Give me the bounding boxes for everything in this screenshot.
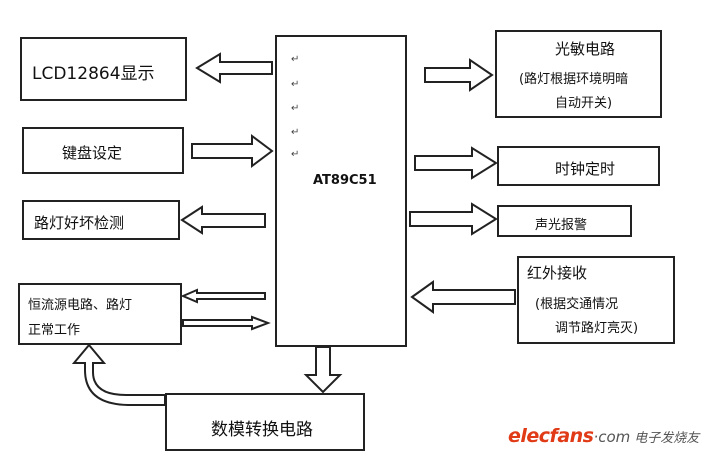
dac-block: 数模转换电路 (165, 393, 365, 451)
lamp-check-block: 路灯好坏检测 (22, 200, 180, 240)
mcu-pin-mark-5: ↵ (291, 149, 300, 160)
arrow-mcu-to-alarm (409, 202, 498, 236)
watermark-cn: 电子发烧友 (634, 431, 700, 446)
arrow-mcu-to-clock (414, 146, 498, 180)
arrow-mcu-to-dac (303, 346, 343, 394)
arrow-mcu-to-current (180, 288, 266, 304)
keypad-block: 键盘设定 (22, 127, 184, 174)
arrow-mcu-to-lamp-check (180, 205, 266, 235)
dac-label: 数模转换电路 (211, 420, 313, 440)
ir-label-line2: (根据交通情况 (535, 297, 619, 312)
arrow-ir-to-mcu (410, 280, 516, 314)
watermark-domain: ·com (593, 428, 631, 446)
mcu-label: AT89C51 (313, 173, 377, 188)
constant-current-label-line1: 恒流源电路、路灯 (28, 298, 133, 313)
lcd-display-block: LCD12864显示 (20, 37, 187, 101)
ir-receiver-block: 红外接收 (根据交通情况 调节路灯亮灭) (517, 256, 675, 344)
arrow-keypad-to-mcu (191, 134, 274, 168)
mcu-pin-mark-1: ↵ (291, 54, 300, 65)
keypad-label: 键盘设定 (62, 144, 123, 162)
arrow-current-to-mcu (182, 315, 271, 331)
alarm-block: 声光报警 (497, 205, 632, 237)
clock-block: 时钟定时 (497, 146, 660, 186)
mcu-pin-mark-3: ↵ (291, 103, 300, 114)
ir-label-line3: 调节路灯亮灭) (555, 321, 639, 336)
constant-current-block: 恒流源电路、路灯 正常工作 (18, 283, 182, 345)
arrow-mcu-to-photo (424, 58, 494, 92)
mcu-pin-mark-2: ↵ (291, 79, 300, 90)
mcu-block: ↵ ↵ ↵ ↵ ↵ AT89C51 (275, 35, 407, 347)
arrow-dac-to-current (71, 343, 166, 406)
mcu-pin-mark-4: ↵ (291, 127, 300, 138)
alarm-label: 声光报警 (535, 218, 588, 233)
arrow-mcu-to-lcd (195, 52, 273, 84)
photo-label-line1: 光敏电路 (555, 40, 616, 58)
watermark-brand: elecfans (508, 425, 594, 447)
lcd-display-label: LCD12864显示 (32, 64, 155, 84)
clock-label: 时钟定时 (555, 160, 616, 178)
photo-label-line2: (路灯根据环境明暗 (519, 72, 629, 87)
constant-current-label-line2: 正常工作 (28, 323, 81, 338)
lamp-check-label: 路灯好坏检测 (34, 214, 125, 232)
photo-label-line3: 自动开关) (555, 96, 613, 111)
ir-label-line1: 红外接收 (527, 264, 588, 282)
photo-circuit-block: 光敏电路 (路灯根据环境明暗 自动开关) (495, 30, 662, 118)
